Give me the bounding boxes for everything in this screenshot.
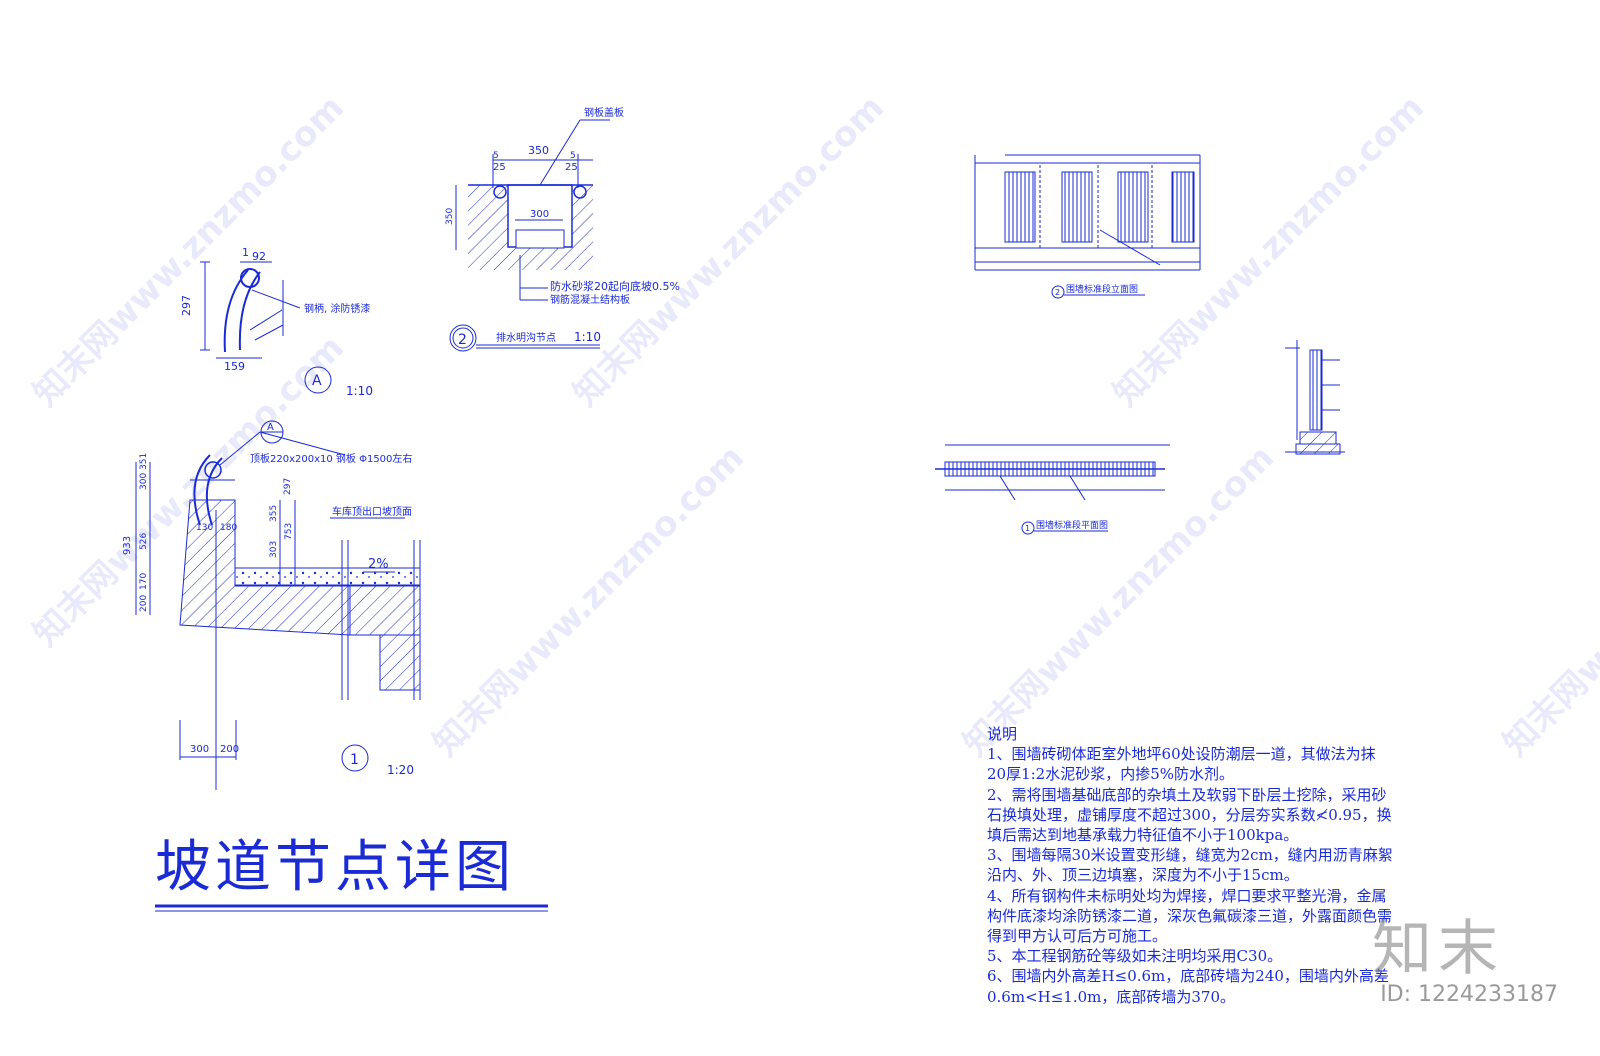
scale-label: 1:10 [574, 330, 601, 344]
notes-line: 20厚1:2水泥砂浆，内掺5%防水剂。 [987, 765, 1235, 784]
notes-line: 2、需将围墙基础底部的杂填土及软弱下卧层土挖除，采用砂 [987, 785, 1387, 804]
slope-label: 2% [368, 557, 389, 572]
dim-label: 200 [139, 595, 149, 612]
drawing-title: 坡道节点详图 [155, 835, 515, 900]
callout-label: 顶板220x200x10 钢板 Φ1500左右 [250, 452, 412, 465]
dim-label: 355 [269, 505, 279, 522]
dim-label: 753 [284, 523, 294, 540]
detail-marker: 2 [458, 332, 467, 348]
dim-label: 297 [180, 295, 193, 316]
wall-plan: 1 围墙标准段平面图 [935, 444, 1170, 535]
wall-elevation: 2 围墙标准段立面图 [974, 154, 1201, 299]
detail-2-drain: 350 25 25 300 350 5 5 钢板盖板 防水砂浆20起向底坡0.5… [445, 106, 680, 352]
dim-label: 200 [220, 744, 239, 755]
dim-label: 350 [528, 144, 549, 157]
notes-line: 4、所有钢构件未标明处均为焊接，焊口要求平整光滑，金属 [987, 886, 1387, 905]
dim-label: 300 [139, 473, 149, 490]
dim-label: 25 [493, 162, 506, 173]
notes-line: 0.6m<H≤1.0m，底部砖墙为370。 [987, 987, 1236, 1006]
detail-marker: 1 [1025, 524, 1030, 533]
dim-label: 933 [122, 536, 133, 555]
dim-label: 170 [139, 573, 149, 590]
brand-watermark: 知末 [1372, 914, 1504, 984]
dim-label: 92 [252, 250, 266, 263]
notes-line: 3、围墙每隔30米设置变形缝，缝宽为2cm，缝内用沥青麻絮 [987, 846, 1393, 865]
callout-label: 钢柄, 涂防锈漆 [304, 302, 370, 315]
detail-marker: 2 [1055, 288, 1060, 297]
notes-heading: 说明 [987, 725, 1018, 743]
notes-line: 得到甲方认可后方可施工。 [987, 927, 1168, 946]
wall-section [1285, 340, 1345, 455]
callout-label: 车库顶出口坡顶面 [332, 505, 412, 518]
dim-label: 350 [445, 208, 455, 225]
dim-label: 159 [224, 360, 245, 373]
callout-label: 防水砂浆20起向底坡0.5% [550, 279, 680, 293]
dim-label: 300 [530, 209, 549, 220]
callout-label: 钢板盖板 [584, 106, 624, 119]
notes-line: 6、围墙内外高差H≤0.6m，底部砖墙为240，围墙内外高差 [987, 967, 1389, 986]
notes-block: 说明 1、围墙砖砌体距室外地坪60处设防潮层一道，其做法为抹 20厚1:2水泥砂… [987, 724, 1417, 1007]
dim-label: 5 [493, 151, 499, 161]
scale-label: 1:20 [387, 763, 414, 777]
detail-marker: A [312, 373, 322, 389]
notes-line: 构件底漆均涂防锈漆二道，深灰色氟碳漆三道，外露面颜色需 [987, 906, 1393, 925]
notes-line: 1、围墙砖砌体距室外地坪60处设防潮层一道，其做法为抹 [987, 745, 1376, 764]
detail-marker: A [267, 422, 274, 433]
dim-label: 130 [196, 523, 213, 533]
scale-label: 1:10 [346, 384, 373, 398]
dim-label: 5 [570, 151, 576, 161]
detail-name: 排水明沟节点 [496, 331, 556, 344]
image-id-tag: ID: 1224233187 [1380, 982, 1558, 1007]
plan-label: 围墙标准段平面图 [1036, 519, 1108, 531]
dim-label: 25 [565, 162, 578, 173]
elevation-label: 围墙标准段立面图 [1066, 283, 1138, 295]
notes-line: 石换填处理，虚铺厚度不超过300，分层夯实系数≮0.95，换 [987, 805, 1392, 824]
notes-line: 5、本工程钢筋砼等级如未注明均采用C30。 [987, 947, 1283, 966]
callout-label: 钢筋混凝土结构板 [550, 293, 630, 306]
detail-1-ramp: 2% A 顶板220x200x10 钢板 Φ1500左右 车库顶出口坡顶面 93… [122, 420, 421, 790]
dim-label: 303 [269, 541, 279, 558]
dim-label: 180 [220, 523, 237, 533]
dim-label: 526 [139, 533, 149, 550]
dim-label: 297 [283, 478, 293, 495]
dim-label: 351 [139, 453, 149, 470]
dim-label: 300 [190, 744, 209, 755]
detail-marker: 1 [350, 752, 359, 768]
notes-line: 沿内、外、顶三边填塞，深度为不小于15cm。 [987, 866, 1299, 885]
detail-a: 297 159 92 1 钢柄, 涂防锈漆 A 1:10 [180, 246, 373, 398]
notes-line: 填后需达到地基承载力特征值不小于100kpa。 [987, 826, 1299, 845]
dim-label: 1 [242, 246, 249, 259]
